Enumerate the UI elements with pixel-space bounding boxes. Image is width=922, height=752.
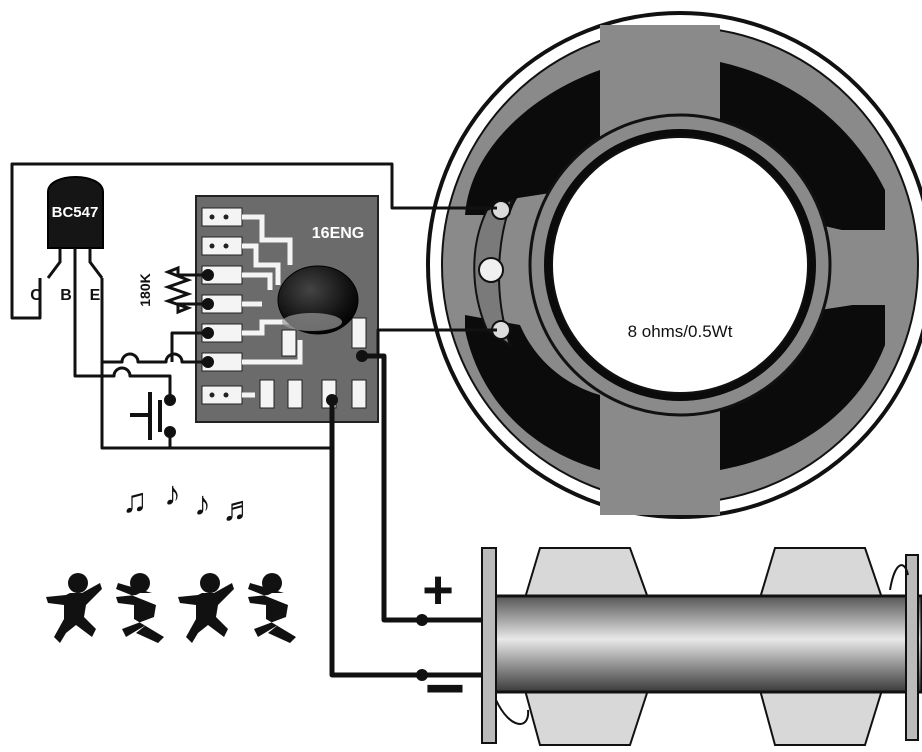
speaker-cone [551,136,809,394]
battery-negative-label: − [425,649,466,727]
wire-pad5 [170,331,208,362]
battery-clip-top-left [523,547,650,599]
speaker-label: 8 ohms/0.5Wt [628,322,733,341]
push-button [130,392,162,440]
dancer-figure [178,573,234,643]
pcb-pads-bottom [259,317,367,409]
dancer-figure [116,573,164,643]
wire-emitter [100,278,208,364]
resistor: 180K [137,265,208,315]
dancing-figures [46,573,296,643]
speaker-rivet [478,257,504,283]
transistor: BC547 C B E [30,176,104,304]
ic-chip-highlight [282,313,342,331]
pcb-traces [242,214,303,398]
wire-junctions [164,269,428,681]
speaker-terminal-top [491,200,511,220]
wires [10,162,497,678]
resistor-label: 180K [137,273,153,306]
ic-board: 16ENG [195,195,379,423]
battery-spring-right [889,564,909,591]
music-note-2: ♪ [164,475,181,513]
wire-speaker-top [10,162,497,320]
wire-base [73,284,172,400]
wire-battery-negative [329,400,482,678]
wire-speaker-bottom [362,328,497,358]
music-note-4: ♬ [222,490,256,528]
pcb-pads-left [201,207,243,405]
dancer-figure [46,573,102,643]
music-note-3: ♪ [194,485,211,523]
battery-end-plate-right [905,554,919,741]
battery-clip-bottom-right [758,689,884,746]
battery-holder [481,547,922,746]
music-notes: ♫ ♪ ♪ ♬ [122,475,256,528]
wire-common-rail [100,362,332,450]
battery-clip-bottom-left [523,689,650,746]
battery-cylinder [490,594,922,694]
pcb-pad-holes [209,214,229,398]
transistor-legs [46,248,104,284]
battery-positive-label: + [422,560,454,620]
battery-clip-top-right [758,547,884,599]
speaker-windows [465,62,885,470]
ic-board-label: 16ENG [312,225,364,242]
dancer-figure [248,573,296,643]
resistor-zigzag [163,265,208,315]
transistor-pin-e: E [90,287,101,304]
transistor-label: BC547 [52,204,99,221]
battery-spring [495,699,530,725]
music-note-1: ♫ [122,482,148,520]
transistor-body [47,176,104,249]
speaker: 8 ohms/0.5Wt [426,11,922,519]
battery-end-plate [481,547,497,744]
transistor-pin-b: B [60,287,72,304]
